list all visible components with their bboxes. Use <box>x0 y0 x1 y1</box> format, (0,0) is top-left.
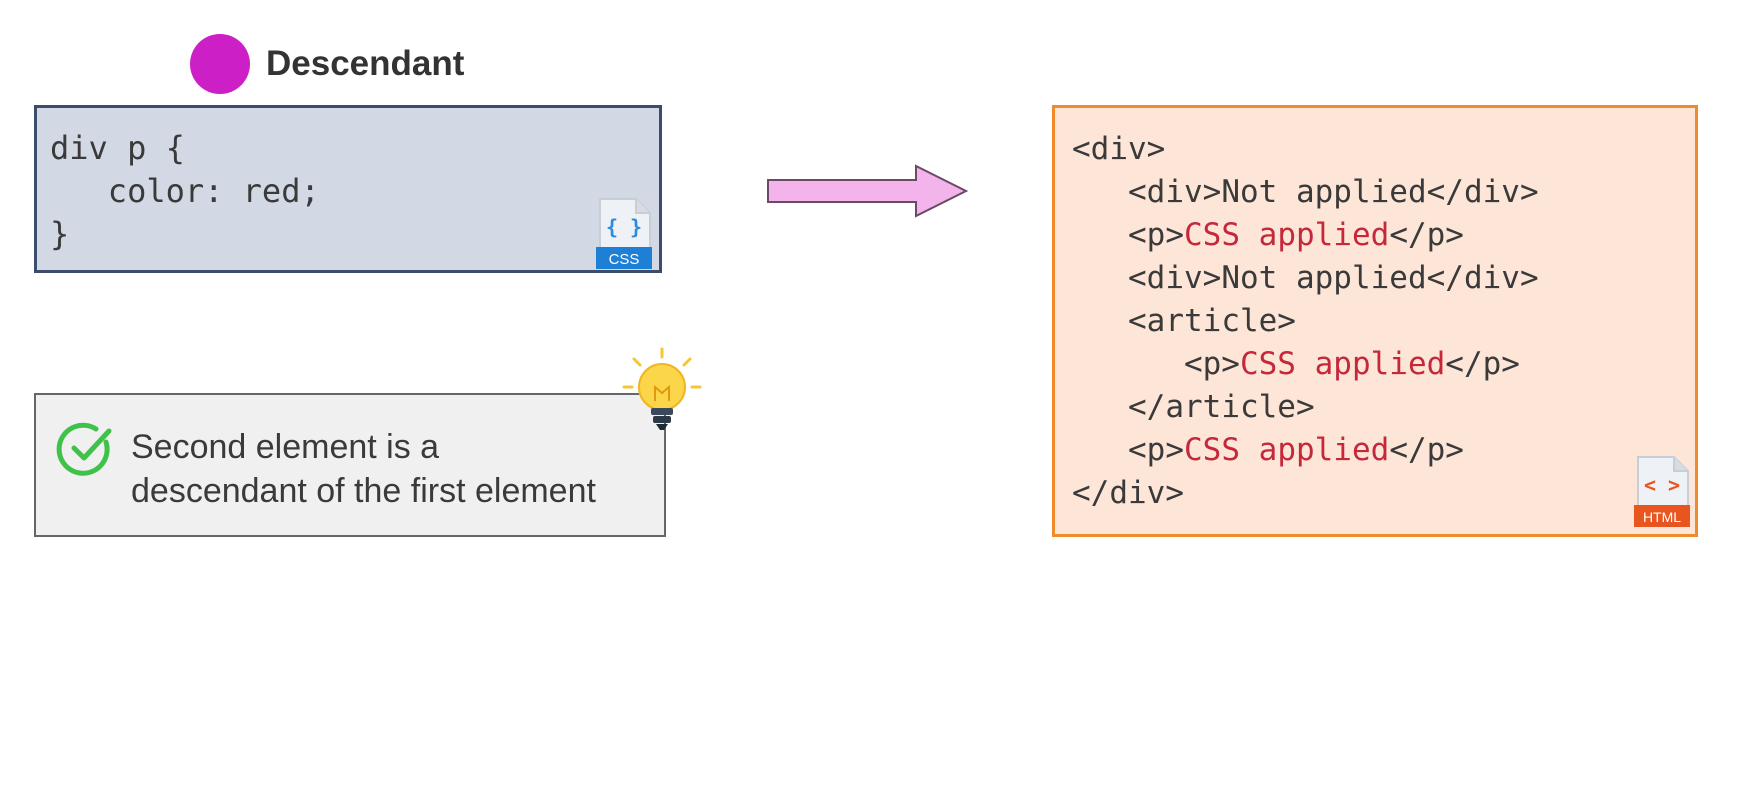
html-code-line: <p>CSS applied</p> <box>1072 430 1464 470</box>
html-tag: <div> <box>1128 174 1222 210</box>
note-line: Second element is a <box>131 428 440 466</box>
html-tag: <article> <box>1128 303 1296 339</box>
html-text-not-applied: Not applied <box>1221 174 1427 210</box>
css-code-line: div p { <box>50 129 185 167</box>
html-badge-label: HTML <box>1643 509 1681 525</box>
html-code-line: <div>Not applied</div> <box>1072 258 1539 298</box>
css-badge-symbol: { } <box>606 215 642 239</box>
html-tag: <p> <box>1128 217 1184 253</box>
html-text-applied: CSS applied <box>1184 432 1390 468</box>
html-code-line: <article> <box>1072 301 1296 341</box>
html-code-panel <box>1052 105 1698 537</box>
html-text-applied: CSS applied <box>1239 346 1446 382</box>
html-badge-symbol: < > <box>1644 473 1680 497</box>
html-tag: <div> <box>1128 260 1222 296</box>
html-code-line: <div> <box>1072 131 1166 167</box>
html-tag: <p> <box>1128 432 1184 468</box>
css-badge-label: CSS <box>609 251 640 268</box>
lightbulb-icon <box>622 347 702 430</box>
css-code-block: div p { color: red;} <box>50 127 320 256</box>
html-code-line: <p>CSS applied</p> <box>1072 215 1464 255</box>
html-file-icon: < > HTML <box>1634 456 1690 527</box>
html-code-line: <div>Not applied</div> <box>1072 172 1539 212</box>
html-code-line: </div> <box>1072 475 1184 511</box>
css-code-line: color: red; <box>50 172 320 210</box>
note-panel <box>34 393 666 537</box>
html-tag: </p> <box>1389 432 1464 468</box>
css-code-line: } <box>50 215 70 253</box>
note-text: Second element is a descendant of the fi… <box>131 425 596 513</box>
html-tag: </article> <box>1128 389 1315 425</box>
css-file-icon: { } CSS <box>596 198 652 269</box>
html-tag: <p> <box>1183 346 1240 382</box>
html-code-line: </article> <box>1072 387 1315 427</box>
note-line: descendant of the first element <box>131 472 596 510</box>
html-text-not-applied: Not applied <box>1221 260 1427 296</box>
check-circle-icon <box>56 422 112 476</box>
html-tag: </div> <box>1426 174 1539 210</box>
arrow-right-icon <box>767 164 969 218</box>
html-tag: </p> <box>1389 217 1464 253</box>
html-tag: </div> <box>1426 260 1539 296</box>
html-code-line: <p>CSS applied</p> <box>1072 344 1520 384</box>
css-code-panel <box>34 105 662 273</box>
page-title: Descendant <box>266 44 465 83</box>
html-tag: </p> <box>1445 346 1520 382</box>
html-text-applied: CSS applied <box>1184 217 1390 253</box>
title-dot <box>190 34 250 94</box>
